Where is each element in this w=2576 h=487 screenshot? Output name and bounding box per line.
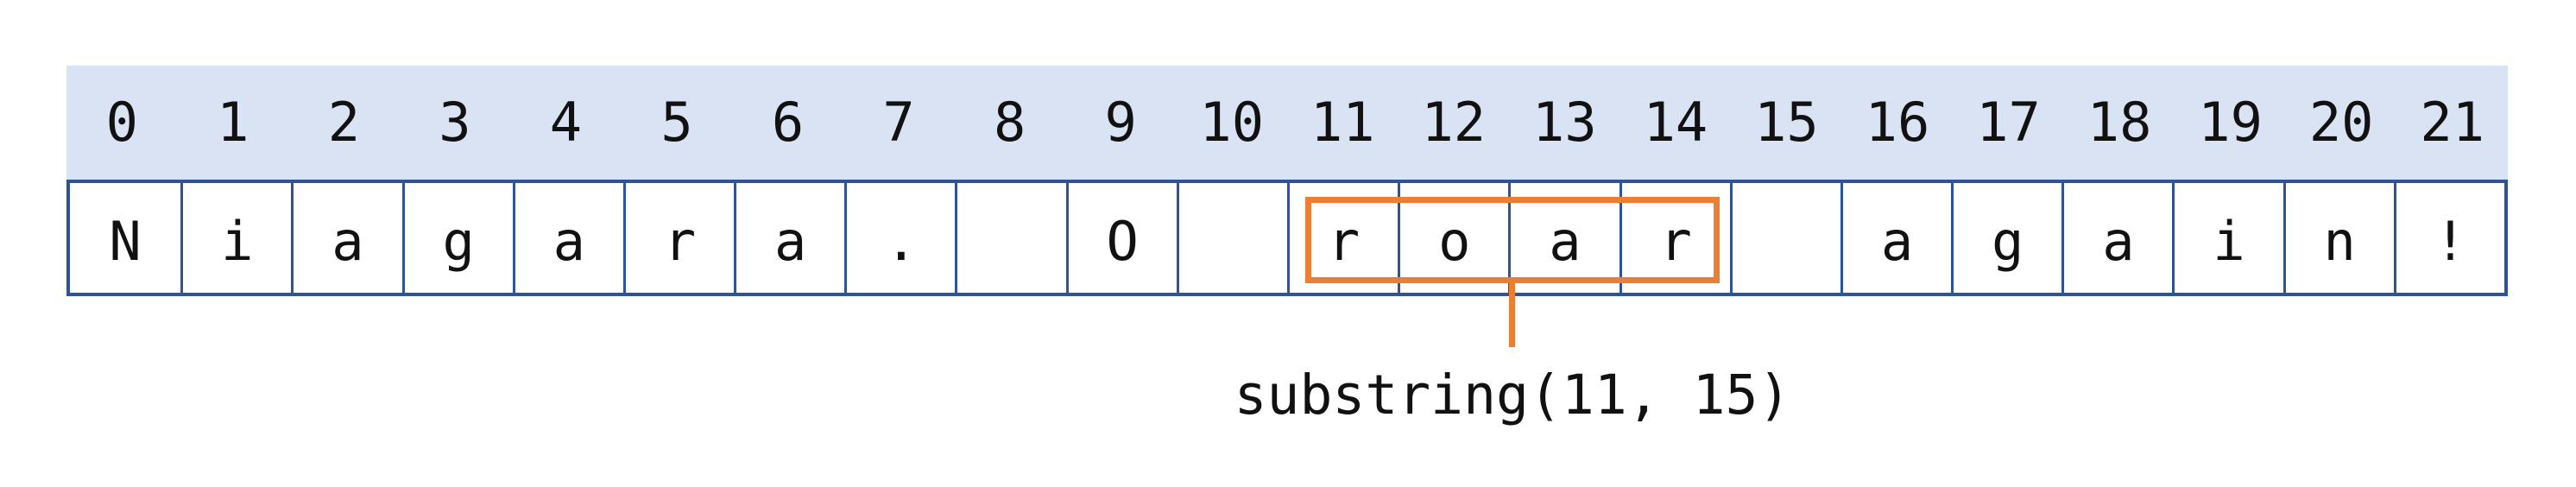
char-cell: ! [2393,183,2504,293]
char-cell: N [109,209,142,273]
char-cell: r [1619,183,1730,293]
index-label: 2 [327,91,361,154]
index-label: 20 [2308,91,2374,154]
index-label: 3 [439,91,471,154]
index-label: 6 [771,91,805,154]
char-cell: a [512,183,623,293]
index-label: 19 [2198,91,2263,154]
char-cell: r [1287,183,1398,293]
index-label: 13 [1532,91,1597,154]
index-label: 9 [1104,91,1137,154]
index-label: 7 [882,91,915,154]
char-cell: O [1065,183,1177,293]
char-cell: a [1508,183,1619,293]
char-cell [1729,183,1840,293]
char-cell: i [2172,183,2282,293]
index-label: 14 [1643,91,1708,154]
substring-highlight-box [1305,197,1720,283]
index-label: 4 [549,91,583,154]
char-cell: r [622,183,734,293]
index-label: 0 [105,91,138,154]
char-cell: n [2282,183,2394,293]
char-cell: a [1840,183,1951,293]
char-cell: a [2061,183,2172,293]
index-label: 21 [2420,91,2485,154]
char-cell: i [180,183,291,293]
char-cell: a [291,183,401,293]
char-cell [1176,183,1287,293]
index-label: 12 [1421,91,1487,154]
char-cell [955,183,1065,293]
substring-pointer-line [1509,281,1515,347]
index-label: 17 [1976,91,2041,154]
char-cell: o [1398,183,1508,293]
index-label: 1 [217,91,249,154]
char-cell: g [1951,183,2061,293]
index-label: 16 [1865,91,1930,154]
char-cell: a [734,183,844,293]
index-label: 5 [660,91,693,154]
index-label: 15 [1754,91,1819,154]
index-label: 18 [2087,91,2152,154]
substring-label: substring(11, 15) [1234,364,1791,427]
index-label: 8 [993,91,1026,154]
index-label: 10 [1199,91,1265,154]
char-cell: g [401,183,513,293]
char-cell: . [844,183,955,293]
index-label: 11 [1310,91,1375,154]
